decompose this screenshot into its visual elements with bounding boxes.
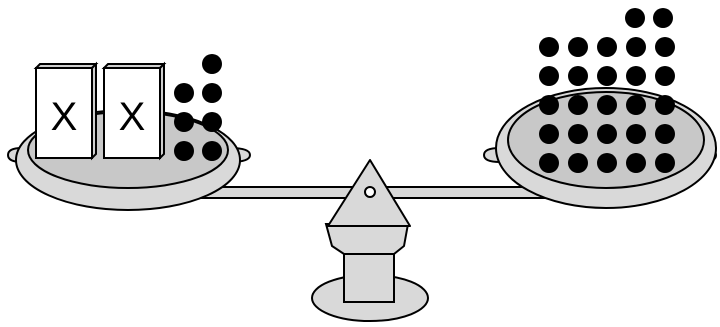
right-pan-counter — [568, 153, 588, 173]
right-pan-counter — [539, 95, 559, 115]
fulcrum-pivot — [364, 186, 376, 198]
x-box-1-label: X — [51, 95, 78, 139]
right-pan-counter — [539, 124, 559, 144]
right-pan-counter — [597, 124, 617, 144]
right-pan-counter — [568, 37, 588, 57]
left-pan-counter — [174, 83, 194, 103]
right-pan-counter — [539, 66, 559, 86]
right-pan-counter — [597, 95, 617, 115]
left-pan-counter — [202, 112, 222, 132]
right-pan-counter — [655, 95, 675, 115]
right-pan-counter — [625, 8, 645, 28]
right-pan-counter — [539, 37, 559, 57]
right-pan-counter — [539, 153, 559, 173]
right-pan-counter — [655, 37, 675, 57]
scale-collar — [324, 223, 410, 255]
left-pan-counter — [174, 112, 194, 132]
right-pan-counter — [626, 37, 646, 57]
right-pan-counter — [568, 124, 588, 144]
x-box-2-face — [103, 67, 161, 159]
x-box-1: X — [33, 61, 99, 161]
right-pan-counter — [626, 153, 646, 173]
right-pan-counter — [597, 37, 617, 57]
right-pan-counters — [539, 8, 675, 173]
left-pan-counter — [174, 141, 194, 161]
right-pan-counter — [568, 66, 588, 86]
right-pan-counter — [626, 124, 646, 144]
scale-stand — [311, 223, 429, 322]
x-box-2-label: X — [119, 95, 146, 139]
right-pan-counter — [568, 95, 588, 115]
left-pan-counter — [202, 54, 222, 74]
scale-fulcrum — [327, 159, 411, 227]
right-pan-counter — [597, 153, 617, 173]
x-box-2: X — [101, 61, 167, 161]
right-pan-counter — [626, 66, 646, 86]
right-pan-counter — [626, 95, 646, 115]
right-pan-counter — [597, 66, 617, 86]
right-pan-counter — [655, 124, 675, 144]
right-pan-counter — [655, 66, 675, 86]
left-pan-counters — [174, 54, 222, 161]
left-pan-counter — [202, 83, 222, 103]
scale-post — [343, 247, 395, 303]
right-pan-counter — [653, 8, 673, 28]
x-box-1-face — [35, 67, 93, 159]
left-pan-counter — [202, 141, 222, 161]
right-pan-counter — [655, 153, 675, 173]
